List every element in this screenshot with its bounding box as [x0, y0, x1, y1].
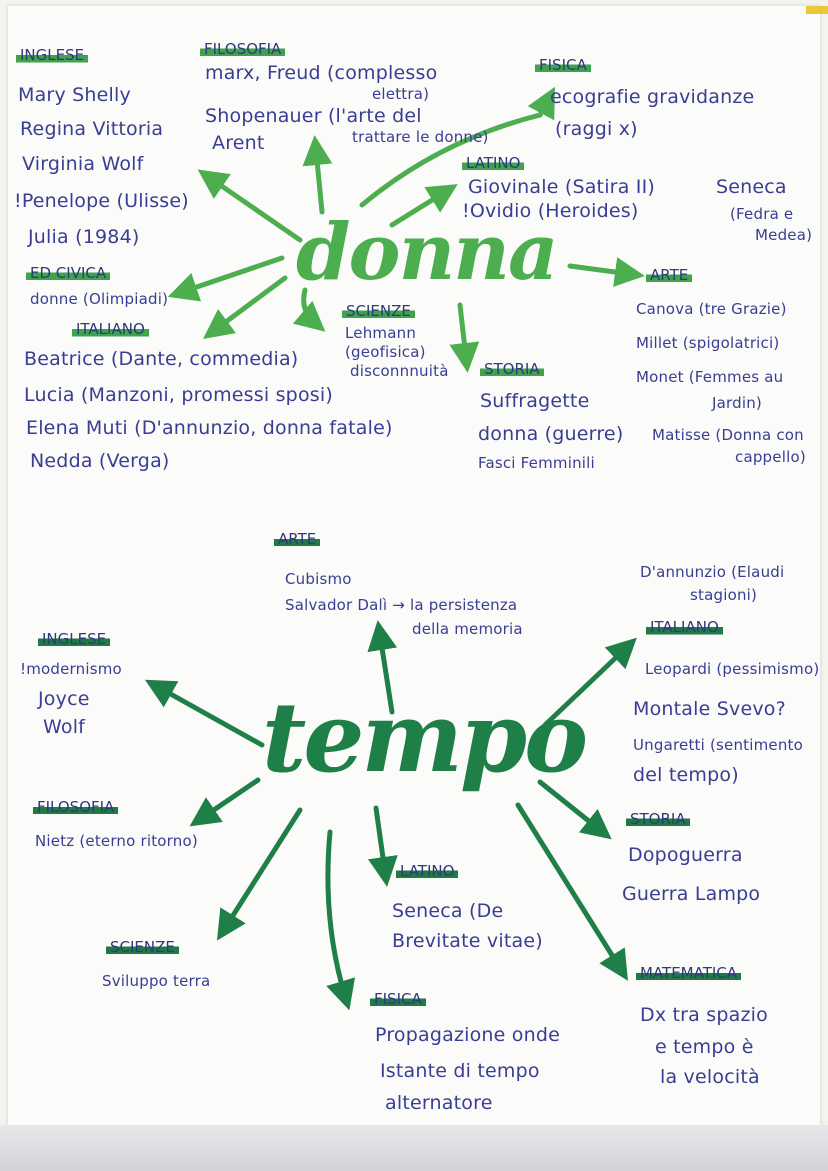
- note-item: Monet (Femmes au: [636, 368, 784, 386]
- note-item: cappello): [735, 448, 806, 466]
- central-word-tempo: tempo: [262, 681, 588, 794]
- arrow-donna-storia: [449, 302, 480, 373]
- heading-storia: STORIA: [480, 362, 544, 377]
- note-item: donna (guerre): [478, 423, 624, 445]
- arrow-donna-filosofia: [302, 135, 333, 215]
- arrow-tempo-filosofia: [189, 777, 261, 827]
- note-item: Dopoguerra: [628, 844, 743, 866]
- note-item: Cubismo: [285, 570, 352, 588]
- note-item: (geofisica): [345, 343, 426, 361]
- note-item: Brevitate vitae): [392, 930, 543, 952]
- note-item: !Penelope (Ulisse): [14, 190, 189, 212]
- note-item: della memoria: [412, 620, 523, 638]
- arrow-donna-edcivica: [167, 255, 285, 302]
- note-item: donne (Olimpiadi): [30, 290, 169, 308]
- heading-inglese: INGLESE: [38, 632, 111, 647]
- note-item: !Ovidio (Heroides): [462, 200, 639, 222]
- sticky-tab: [806, 6, 828, 14]
- note-item: Fasci Femminili: [478, 454, 595, 472]
- note-item: Dx tra spazio: [640, 1004, 768, 1026]
- note-item: Leopardi (pessimismo): [645, 660, 820, 678]
- note-item: !modernismo: [20, 660, 122, 678]
- note-item: Propagazione onde: [375, 1024, 561, 1046]
- arrow-tempo-arte: [367, 620, 398, 715]
- note-item: Nedda (Verga): [30, 450, 170, 472]
- note-item: Matisse (Donna con: [652, 426, 804, 444]
- page-stack-edge: [0, 1125, 828, 1171]
- note-item: Salvador Dalì → la persistenza: [285, 596, 518, 614]
- note-item: Joyce: [38, 688, 90, 710]
- arrow-tempo-scienze: [216, 807, 303, 941]
- note-item: Mary Shelly: [18, 84, 131, 106]
- note-item: Elena Muti (D'annunzio, donna fatale): [26, 417, 393, 439]
- note-item: trattare le donne): [352, 128, 489, 146]
- arrow-donna-italiano: [202, 275, 288, 339]
- note-item: Beatrice (Dante, commedia): [24, 348, 299, 370]
- heading-inglese: INGLESE: [16, 48, 89, 63]
- heading-ed-civica: ED CIVICA: [26, 266, 111, 281]
- note-item: Millet (spigolatrici): [636, 334, 780, 352]
- note-item: Seneca: [716, 176, 787, 198]
- heading-italiano: ITALIANO: [72, 322, 149, 337]
- note-item: Suffragette: [480, 390, 590, 412]
- notebook-page: [8, 6, 820, 1156]
- heading-italiano: ITALIANO: [646, 620, 723, 635]
- note-item: Nietz (eterno ritorno): [35, 832, 198, 850]
- arrow-tempo-latino: [368, 805, 398, 887]
- note-item: disconnnuità: [350, 362, 449, 380]
- note-item: Virginia Wolf: [22, 153, 144, 175]
- heading-scienze: SCIENZE: [342, 304, 415, 319]
- note-item: Lucia (Manzoni, promessi sposi): [24, 384, 333, 406]
- arrow-donna-inglese: [197, 169, 303, 243]
- note-item: Arent: [212, 132, 265, 154]
- heading-fisica: FISICA: [535, 58, 591, 73]
- arrow-tempo-inglese: [144, 679, 265, 748]
- note-item: ecografie gravidanze: [550, 86, 755, 108]
- arrow-donna-latino: [389, 184, 458, 228]
- note-item: D'annunzio (Elaudi: [640, 563, 785, 581]
- note-item: Medea): [755, 226, 813, 244]
- note-item: elettra): [372, 85, 430, 103]
- note-item: alternatore: [385, 1092, 493, 1114]
- note-item: Canova (tre Grazie): [636, 300, 787, 318]
- arrow-donna-fisica: [359, 86, 556, 208]
- note-item: marx, Freud (complesso: [205, 62, 438, 84]
- note-item: Wolf: [43, 716, 86, 738]
- heading-scienze: SCIENZE: [106, 940, 179, 955]
- arrow-donna-scienze: [292, 287, 326, 332]
- note-item: (Fedra e: [730, 205, 794, 223]
- note-item: del tempo): [633, 764, 739, 786]
- arrow-tempo-matematica: [515, 802, 628, 981]
- central-word-donna: donna: [296, 207, 559, 298]
- note-item: Giovinale (Satira II): [468, 176, 656, 198]
- note-item: Shopenauer (l'arte del: [205, 105, 422, 127]
- heading-latino: LATINO: [396, 864, 459, 879]
- note-item: (raggi x): [555, 118, 638, 140]
- note-item: la velocità: [660, 1066, 760, 1088]
- note-item: Seneca (De: [392, 900, 504, 922]
- heading-filosofia: FILOSOFIA: [33, 800, 119, 815]
- note-item: Sviluppo terra: [102, 972, 211, 990]
- note-item: Istante di tempo: [380, 1060, 540, 1082]
- heading-arte: ARTE: [646, 268, 693, 283]
- note-item: Montale Svevo?: [633, 698, 786, 720]
- note-item: Lehmann: [345, 324, 417, 342]
- heading-matematica: MATEMATICA: [636, 966, 742, 981]
- note-item: e tempo è: [655, 1036, 754, 1058]
- arrow-donna-arte: [567, 257, 645, 287]
- heading-latino: LATINO: [462, 156, 525, 171]
- heading-arte: ARTE: [274, 532, 321, 547]
- note-item: stagioni): [690, 586, 758, 604]
- heading-storia: STORIA: [626, 812, 690, 827]
- arrow-tempo-italiano: [542, 637, 637, 728]
- arrow-tempo-fisica: [325, 829, 356, 1011]
- heading-fisica: FISICA: [370, 992, 426, 1007]
- note-item: Ungaretti (sentimento: [633, 736, 804, 754]
- heading-filosofia: FILOSOFIA: [200, 42, 286, 57]
- note-item: Guerra Lampo: [622, 883, 761, 905]
- note-item: Julia (1984): [28, 226, 140, 248]
- note-item: Jardin): [712, 394, 762, 412]
- arrow-tempo-storia: [537, 779, 612, 840]
- note-item: Regina Vittoria: [20, 118, 164, 140]
